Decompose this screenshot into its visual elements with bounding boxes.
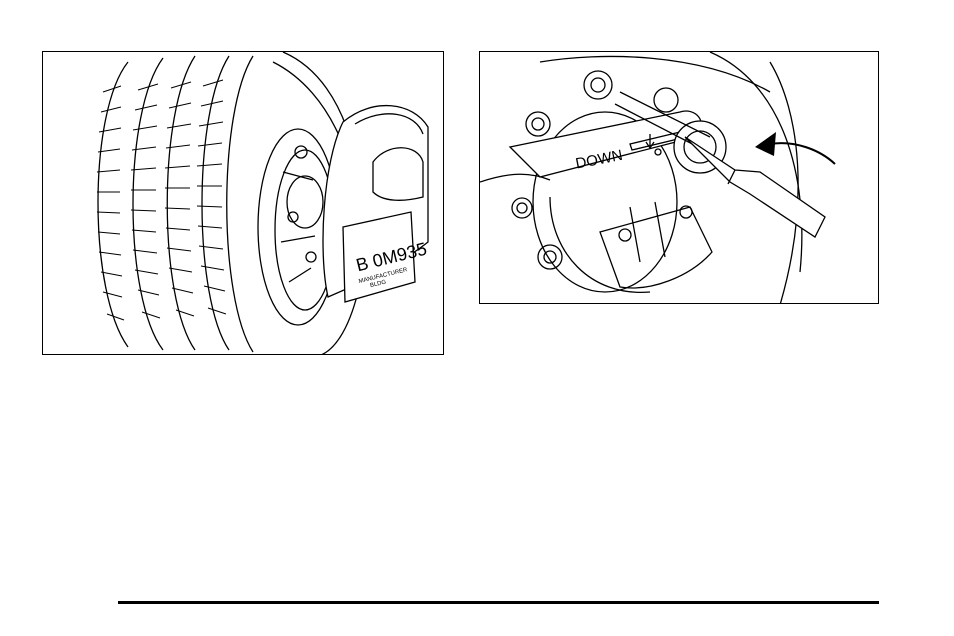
retainer-wrench-illustration: DOWN xyxy=(479,51,879,304)
spare-tire-drawing: B 0M935 MANUFACTURER BLDG xyxy=(43,52,444,355)
spare-tire-illustration: B 0M935 MANUFACTURER BLDG xyxy=(42,51,444,355)
footer-rule xyxy=(118,601,879,604)
retainer-wrench-drawing: DOWN xyxy=(480,52,879,304)
